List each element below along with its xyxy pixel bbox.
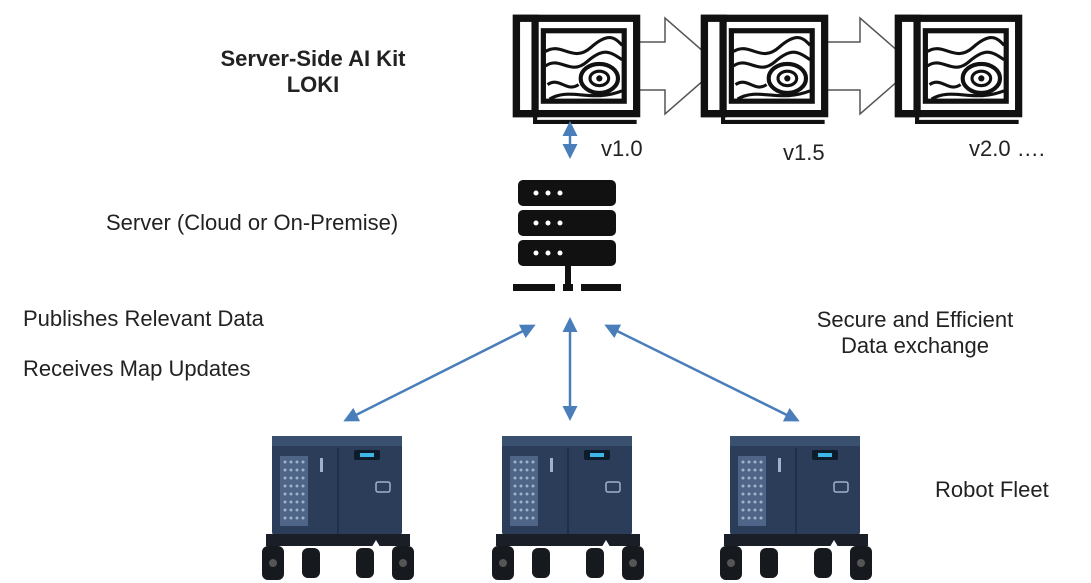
exchange-line1: Secure and Efficient: [816, 307, 1014, 332]
kit-title: Server-Side AI Kit LOKI: [206, 46, 420, 99]
publish-label: Publishes Relevant Data: [23, 306, 264, 331]
map-icon-v15: [704, 18, 824, 122]
exchange-label: Secure and Efficient Data exchange: [780, 307, 1050, 360]
robot-icon-left: [261, 435, 415, 581]
map-icon-v2: [898, 18, 1018, 122]
server-icon: [513, 180, 621, 291]
version-label-2: v1.5: [783, 140, 825, 165]
version-label-1: v1.0: [601, 136, 643, 161]
robot-icon-right: [719, 435, 873, 581]
map-icon-v1: [516, 18, 636, 122]
kit-title-line1: Server-Side AI Kit: [220, 46, 406, 71]
exchange-line2: Data exchange: [841, 333, 989, 359]
exchange-arrow-left: [343, 324, 536, 422]
server-label: Server (Cloud or On-Premise): [106, 210, 399, 235]
exchange-arrow-right: [604, 324, 800, 422]
version-label-3: v2.0 ….: [969, 136, 1045, 161]
robot-icon-center: [491, 435, 645, 581]
fleet-label: Robot Fleet: [935, 477, 1049, 502]
receive-label: Receives Map Updates: [23, 356, 251, 381]
kit-name: LOKI: [286, 72, 340, 98]
